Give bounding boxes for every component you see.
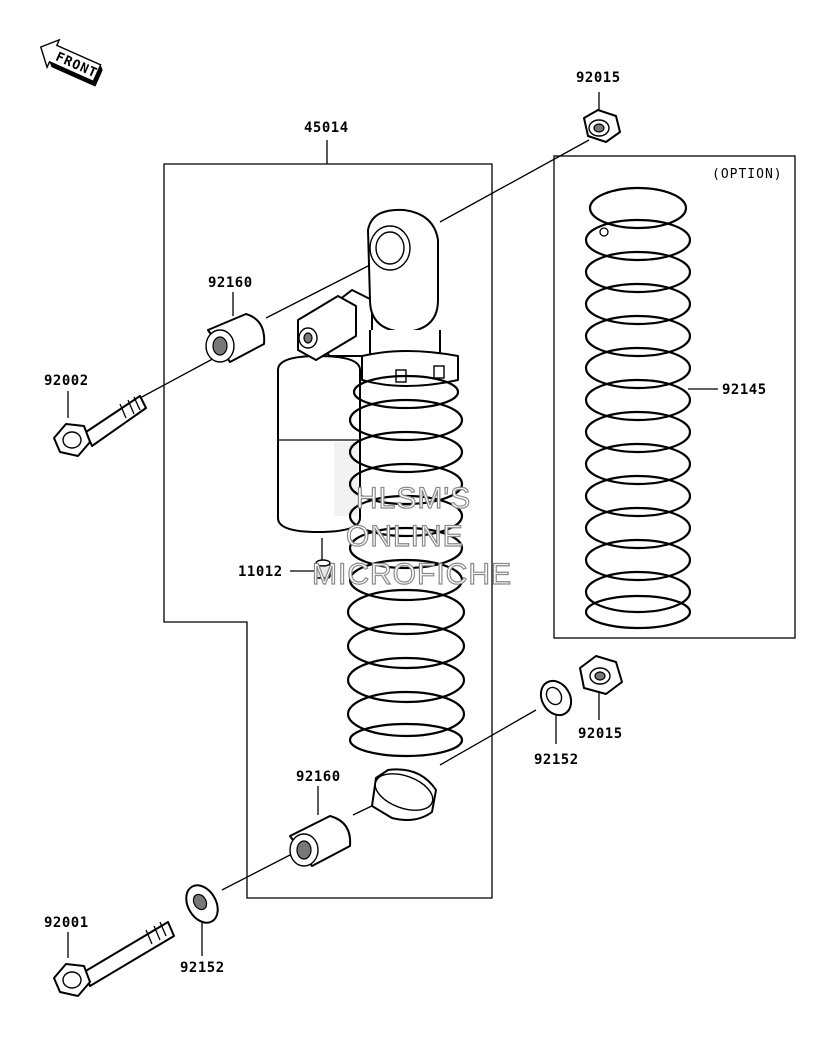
nut-92015-bottom <box>579 655 623 695</box>
watermark-line-3: MICROFICHE <box>312 558 512 591</box>
label-92015-bottom: 92015 <box>578 726 623 742</box>
bushing-92160-top <box>205 313 266 363</box>
label-11012: 11012 <box>238 564 283 580</box>
option-box <box>553 155 796 639</box>
leader-lines <box>67 92 718 958</box>
bushing-92160-bottom <box>289 815 352 867</box>
watermark-line-1: HLSM'S <box>356 482 471 515</box>
label-92145: 92145 <box>722 382 767 398</box>
part-labels: 45014 92015 (OPTION) 92160 92002 92145 1… <box>44 70 783 976</box>
label-92002: 92002 <box>44 373 89 389</box>
spring-92145-option <box>584 186 692 630</box>
label-option: (OPTION) <box>712 167 783 182</box>
bolt-92002 <box>53 395 147 457</box>
label-92015-top: 92015 <box>576 70 621 86</box>
watermark-line-2: ONLINE <box>346 520 464 553</box>
shock-absorber-45014 <box>277 208 466 821</box>
label-92152-bottom: 92152 <box>180 960 225 976</box>
main-spring <box>346 374 466 758</box>
washer-92152-right <box>539 679 573 717</box>
washer-92152-bottom <box>185 884 219 924</box>
assembly-bracket-outline <box>163 140 493 899</box>
label-92152-right: 92152 <box>534 752 579 768</box>
label-45014: 45014 <box>304 120 349 136</box>
front-arrow-icon: FRONT <box>39 38 103 87</box>
cap-11012 <box>315 559 331 579</box>
nut-92015-top <box>583 109 621 143</box>
label-92160-bottom: 92160 <box>296 769 341 785</box>
bolt-92001 <box>53 921 175 997</box>
label-92001: 92001 <box>44 915 89 931</box>
label-92160-top: 92160 <box>208 275 253 291</box>
watermark: HLSM'S ONLINE MICROFICHE <box>311 481 512 591</box>
